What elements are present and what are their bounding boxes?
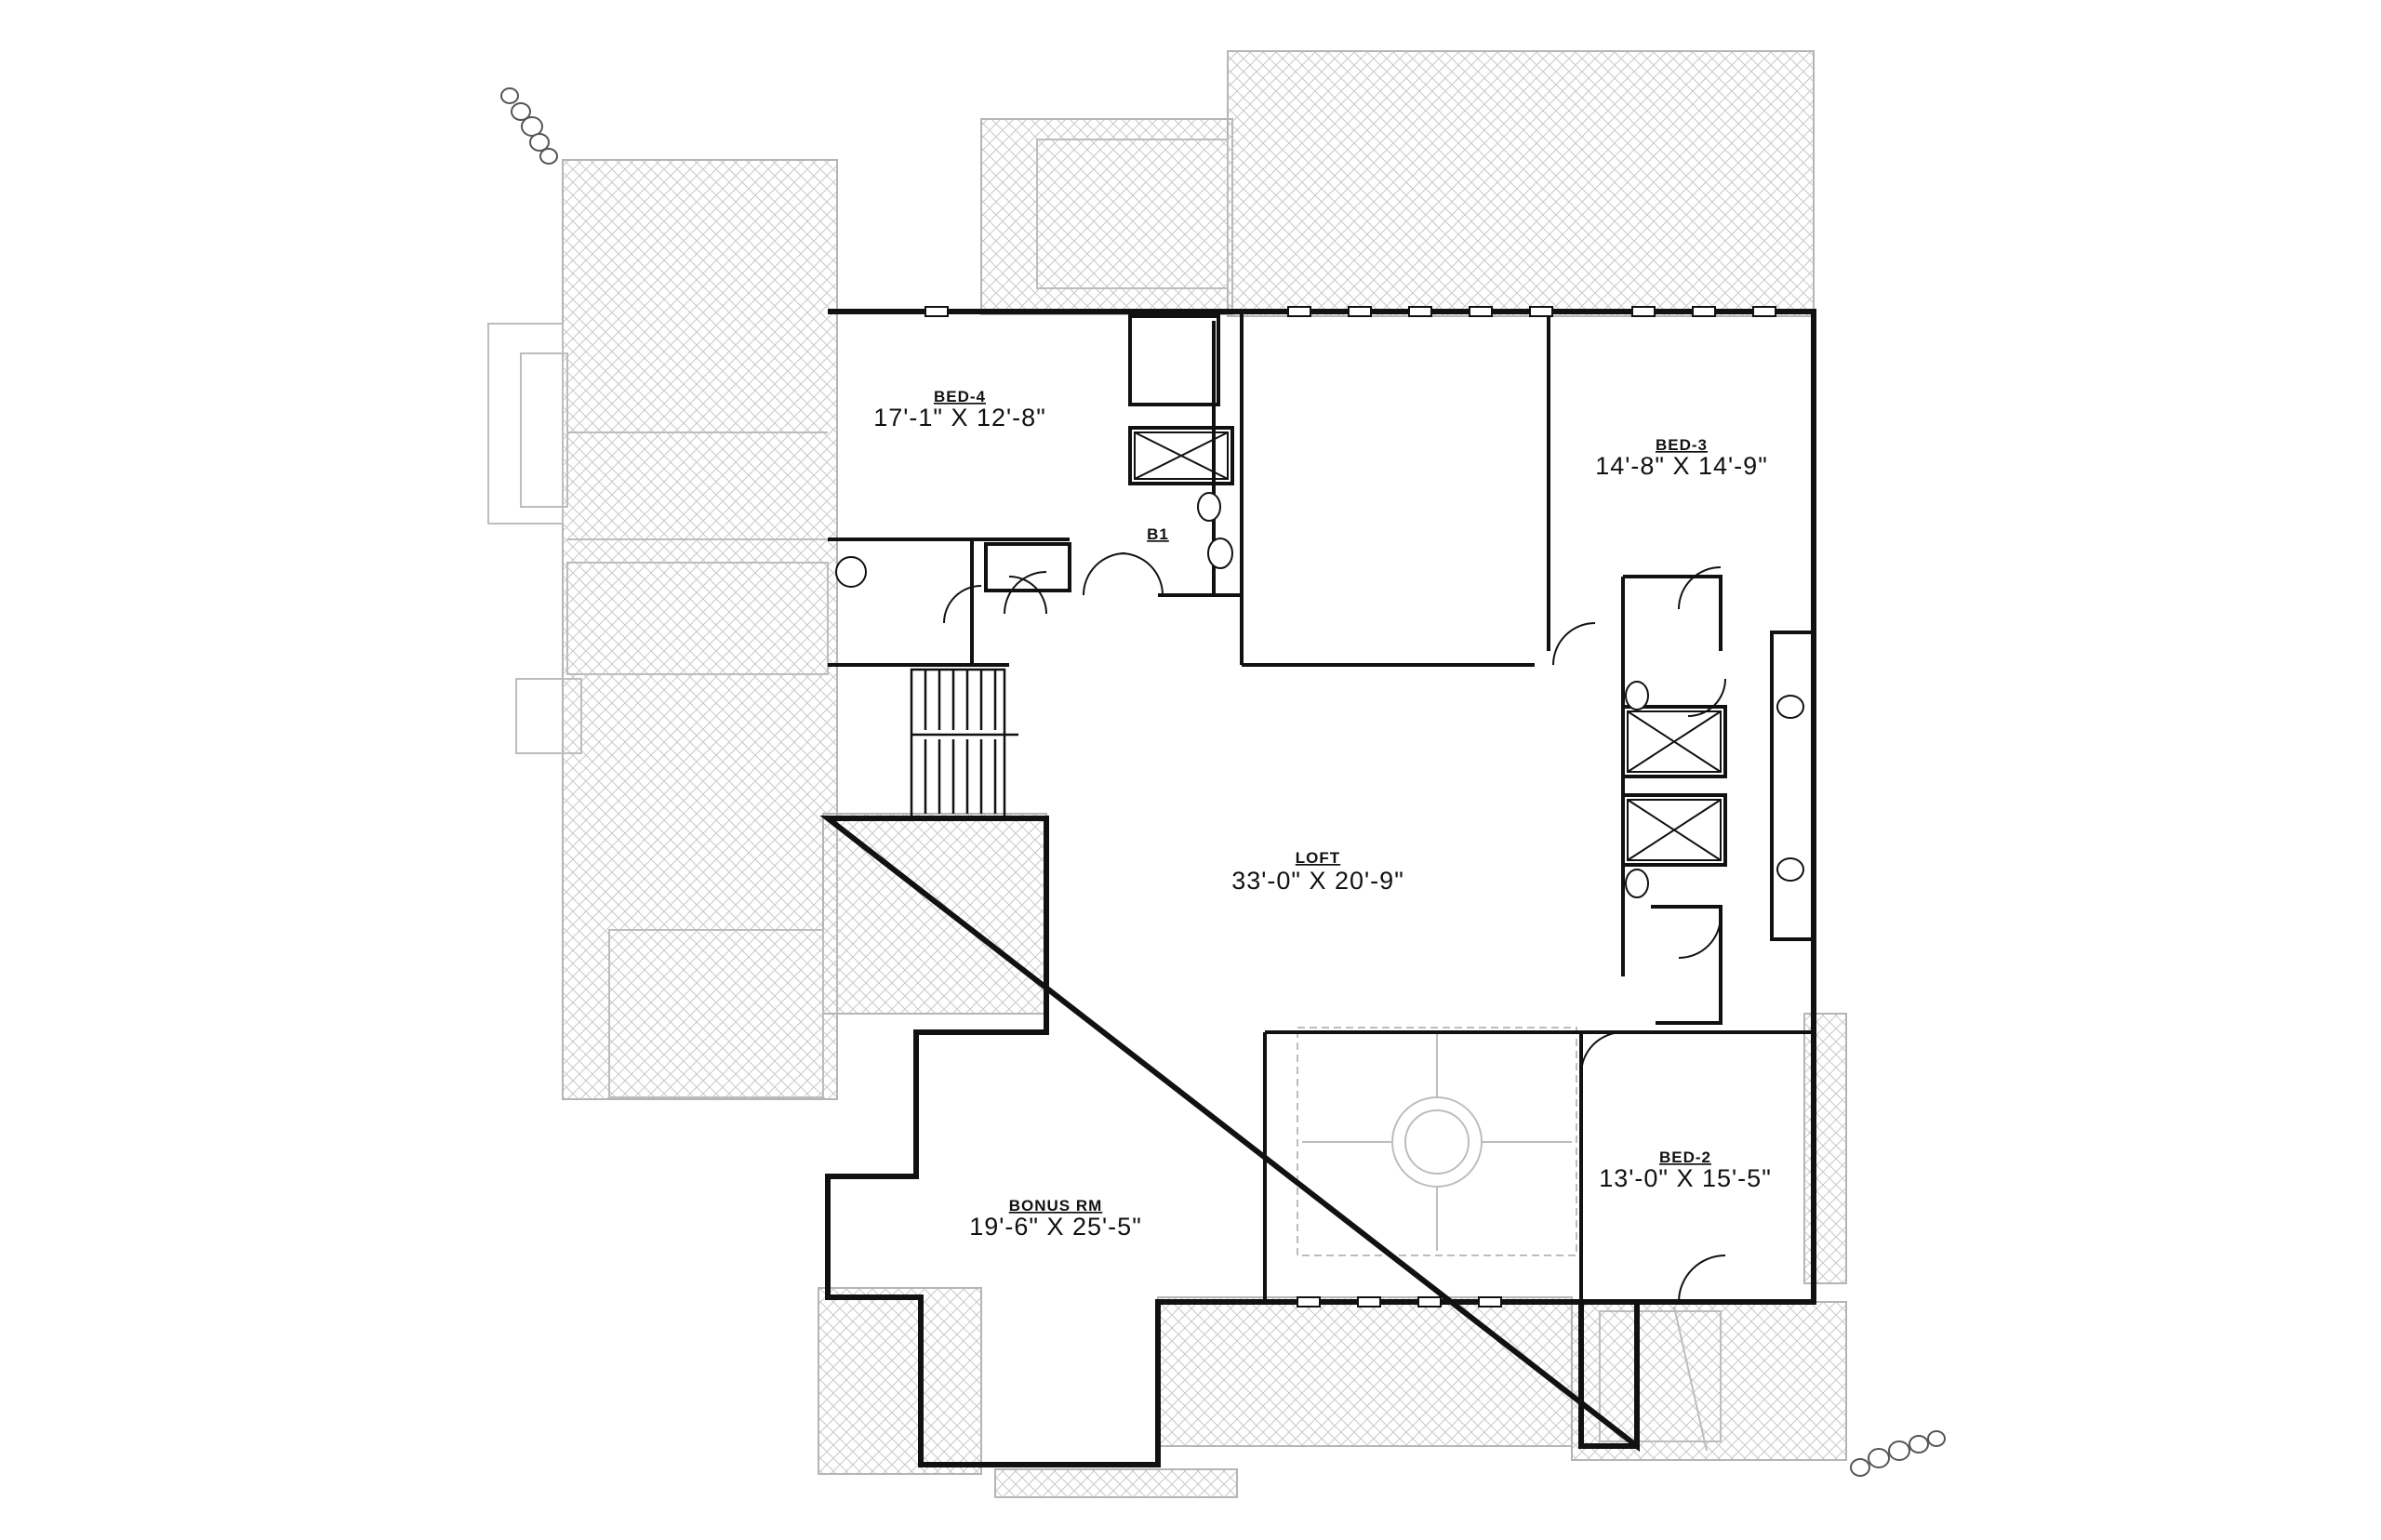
- roof-bottom-left: [818, 1287, 982, 1475]
- stair: [910, 668, 1018, 820]
- room-bonus-dims: 19'-6" X 25'-5": [969, 1213, 1142, 1241]
- bath-fixtures: [835, 431, 1804, 898]
- windows: [924, 306, 1776, 1308]
- room-bath1-name: B1: [1147, 525, 1169, 543]
- roof-bottom-right: [1571, 1301, 1847, 1461]
- stepping-stones: [500, 87, 1946, 1477]
- roof-bottom-center: [1157, 1296, 1573, 1447]
- room-bed4-dims: 17'-1" X 12'-8": [873, 404, 1046, 431]
- interior-walls: [828, 312, 1816, 1302]
- door-swings: [943, 552, 1726, 1303]
- roof-right-strip: [1803, 1013, 1847, 1284]
- room-bed4-name: BED-4: [934, 388, 986, 405]
- roof-left-wing: [562, 159, 838, 1100]
- room-loft-dims: 33'-0" X 20'-9": [1231, 867, 1404, 895]
- lower-level-ghost: [487, 139, 1722, 1452]
- room-bed2-dims: 13'-0" X 15'-5": [1599, 1164, 1772, 1192]
- room-bed3-name: BED-3: [1656, 436, 1708, 454]
- room-loft-name: LOFT: [1296, 849, 1340, 867]
- room-bed2-name: BED-2: [1659, 1148, 1711, 1166]
- room-labels: BED-4 17'-1" X 12'-8" BED-3 14'-8" X 14'…: [873, 388, 1772, 1241]
- room-bed3-dims: 14'-8" X 14'-9": [1595, 452, 1768, 480]
- roof-top-right: [1227, 50, 1815, 317]
- roof-areas: [562, 50, 1847, 1498]
- roof-top-center: [980, 118, 1233, 315]
- roof-porch-bottom: [994, 1468, 1238, 1498]
- room-bonus-name: BONUS RM: [1009, 1197, 1103, 1215]
